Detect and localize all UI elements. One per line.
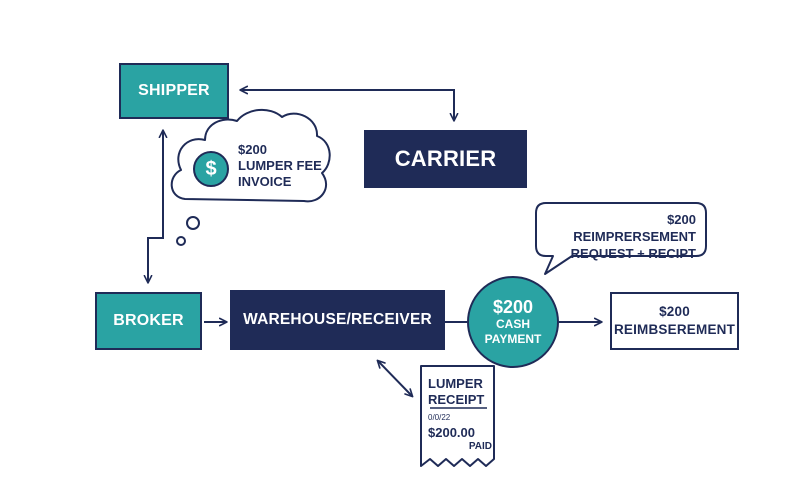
receipt-amount: $200.00 bbox=[428, 425, 475, 440]
receipt-title-2: RECEIPT bbox=[428, 392, 485, 407]
reimbursement-label: REIMBSEREMENT bbox=[613, 322, 736, 337]
carrier-box: CARRIER bbox=[364, 130, 527, 188]
cash-amount: $200 bbox=[492, 297, 534, 317]
receipt-status: PAID bbox=[468, 441, 492, 452]
request-line2: REQUEST + RECIPT bbox=[570, 246, 696, 261]
reimbursement-box: $200 REIMBSEREMENT bbox=[610, 292, 739, 350]
receipt-title-1: LUMPER bbox=[428, 376, 483, 391]
warehouse-receiver-box: WAREHOUSE/RECEIVER bbox=[230, 290, 445, 350]
warehouse-label: WAREHOUSE/RECEIVER bbox=[243, 311, 432, 328]
reimbursement-amount: $200 bbox=[659, 304, 690, 319]
cash-line2: CASH bbox=[495, 317, 530, 331]
cash-payment-circle: $200 CASH PAYMENT bbox=[467, 276, 559, 368]
broker-box: BROKER bbox=[95, 292, 202, 350]
arrow-carrier-to-shipper bbox=[239, 85, 459, 122]
invoice-text: $200 LUMPER FEE INVOICE bbox=[238, 142, 322, 190]
speech-bubble bbox=[535, 202, 707, 275]
dollar-symbol: $ bbox=[205, 157, 217, 180]
reimbursement-request-text: $200 REIMPRERSEMENT REQUEST + RECIPT bbox=[548, 211, 696, 262]
receipt-icon bbox=[420, 365, 495, 467]
arrow-shipper-broker bbox=[143, 129, 168, 284]
dollar-icon: $ bbox=[193, 151, 229, 187]
receipt-date: 0/0/22 bbox=[428, 413, 451, 422]
request-line1: $200 REIMPRERSEMENT bbox=[573, 212, 696, 244]
arrow-warehouse-receipt bbox=[376, 359, 414, 398]
invoice-line3: INVOICE bbox=[238, 174, 292, 189]
cash-line3: PAYMENT bbox=[484, 332, 542, 346]
thought-bubble-dot-1 bbox=[186, 216, 200, 230]
shipper-box: SHIPPER bbox=[119, 63, 229, 119]
broker-label: BROKER bbox=[113, 312, 184, 329]
invoice-line2: LUMPER FEE bbox=[238, 158, 322, 173]
invoice-amount: $200 bbox=[238, 142, 267, 157]
carrier-label: CARRIER bbox=[394, 146, 497, 171]
receipt-text: LUMPER RECEIPT 0/0/22 $200.00 PAID bbox=[428, 376, 498, 453]
thought-bubble-dot-2 bbox=[176, 236, 186, 246]
shipper-label: SHIPPER bbox=[138, 82, 210, 99]
